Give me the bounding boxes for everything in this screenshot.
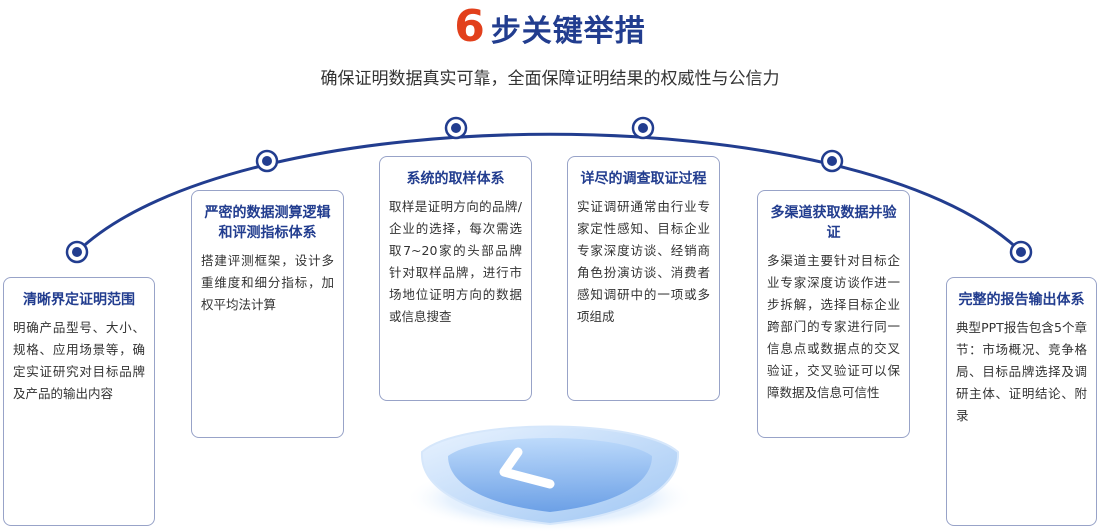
step-body: 多渠道主要针对目标企业专家深度访谈作进一步拆解，选择目标企业跨部门的专家进行同一… (767, 253, 900, 400)
step-title: 系统的取样体系 (406, 171, 505, 187)
step-card-6: 完整的报告输出体系 典型PPT报告包含5个章节：市场概况、竞争格局、目标品牌选择… (946, 277, 1097, 526)
step-node-2 (255, 149, 279, 173)
step-node-5 (820, 149, 844, 173)
step-title: 详尽的调查取证过程 (580, 171, 707, 187)
step-body: 明确产品型号、大小、规格、应用场景等，确定实证研究对目标品牌及产品的输出内容 (13, 320, 145, 401)
step-card-2: 严密的数据测算逻辑和评测指标体系 搭建评测框架，设计多重维度和细分指标，加权平均… (191, 190, 344, 438)
step-body: 搭建评测框架，设计多重维度和细分指标，加权平均法计算 (201, 253, 334, 312)
step-card-4: 详尽的调查取证过程 实证调研通常由行业专家定性感知、目标企业专家深度访谈、经销商… (567, 156, 720, 401)
step-node-3 (444, 116, 468, 140)
shield-checkmark-icon (405, 425, 695, 532)
step-body: 典型PPT报告包含5个章节：市场概况、竞争格局、目标品牌选择及调研主体、证明结论… (956, 320, 1087, 423)
step-title: 清晰界定证明范围 (23, 292, 135, 308)
step-node-4 (631, 116, 655, 140)
step-body: 实证调研通常由行业专家定性感知、目标企业专家深度访谈、经销商角色扮演访谈、消费者… (577, 199, 710, 324)
step-title: 完整的报告输出体系 (958, 292, 1085, 308)
page-subtitle: 确保证明数据真实可靠，全面保障证明结果的权威性与公信力 (320, 69, 780, 89)
step-title: 多渠道获取数据并验证 (770, 205, 897, 241)
step-card-3: 系统的取样体系 取样是证明方向的品牌/企业的选择，每次需选取7~20家的头部品牌… (379, 156, 532, 401)
step-card-5: 多渠道获取数据并验证 多渠道主要针对目标企业专家深度访谈作进一步拆解，选择目标企… (757, 190, 910, 438)
step-node-1 (65, 240, 89, 264)
step-body: 取样是证明方向的品牌/企业的选择，每次需选取7~20家的头部品牌针对取样品牌，进… (389, 199, 522, 324)
step-node-6 (1009, 240, 1033, 264)
step-card-1: 清晰界定证明范围 明确产品型号、大小、规格、应用场景等，确定实证研究对目标品牌及… (3, 277, 155, 526)
step-title: 严密的数据测算逻辑和评测指标体系 (204, 205, 331, 241)
title-number: 6 (454, 1, 485, 52)
title-text: 步关键举措 (490, 14, 646, 49)
